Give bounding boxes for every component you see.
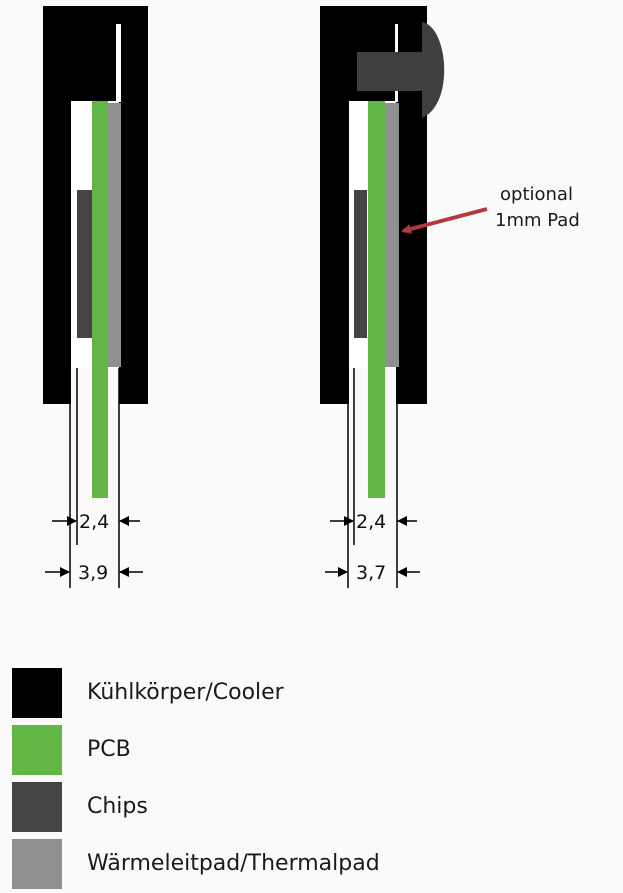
- right-screw-head: [422, 22, 445, 118]
- annotation-arrow: [401, 207, 488, 234]
- legend-item-chips: Chips: [12, 782, 612, 832]
- right-thermalpad: [385, 103, 399, 367]
- right-screw-shaft: [357, 52, 425, 91]
- left-cooler-gap: [116, 24, 121, 102]
- legend-swatch-chips: [12, 782, 62, 832]
- left-thermalpad: [108, 103, 121, 367]
- legend-label-pcb: PCB: [87, 737, 131, 762]
- left-dim-outer-label: 3,9: [78, 562, 108, 584]
- legend-swatch-pcb: [12, 725, 62, 775]
- left-assembly: 2,4 3,9: [43, 6, 148, 588]
- legend-swatch-thermalpad: [12, 839, 62, 889]
- left-pcb: [92, 101, 108, 498]
- legend-item-pcb: PCB: [12, 725, 612, 775]
- right-dim-outer-label: 3,7: [356, 562, 386, 584]
- annotation-line-1: optional: [500, 184, 573, 205]
- right-assembly: 2,4 3,7 optional 1mm Pad: [320, 6, 580, 588]
- legend-label-thermalpad: Wärmeleitpad/Thermalpad: [87, 851, 380, 876]
- legend-swatch-cooler: [12, 668, 62, 718]
- left-cooler-top: [43, 6, 119, 101]
- right-pcb: [368, 101, 385, 498]
- left-chips: [77, 190, 92, 338]
- legend-item-cooler: Kühlkörper/Cooler: [12, 668, 612, 718]
- left-cooler-right-wall: [119, 6, 148, 404]
- legend-label-cooler: Kühlkörper/Cooler: [87, 680, 284, 705]
- legend-label-chips: Chips: [87, 794, 148, 819]
- left-dim-inner-label: 2,4: [79, 511, 109, 533]
- legend-item-thermalpad: Wärmeleitpad/Thermalpad: [12, 839, 612, 889]
- annotation-line-2: 1mm Pad: [495, 210, 580, 231]
- right-chips: [354, 190, 367, 338]
- right-dim-inner-label: 2,4: [356, 511, 386, 533]
